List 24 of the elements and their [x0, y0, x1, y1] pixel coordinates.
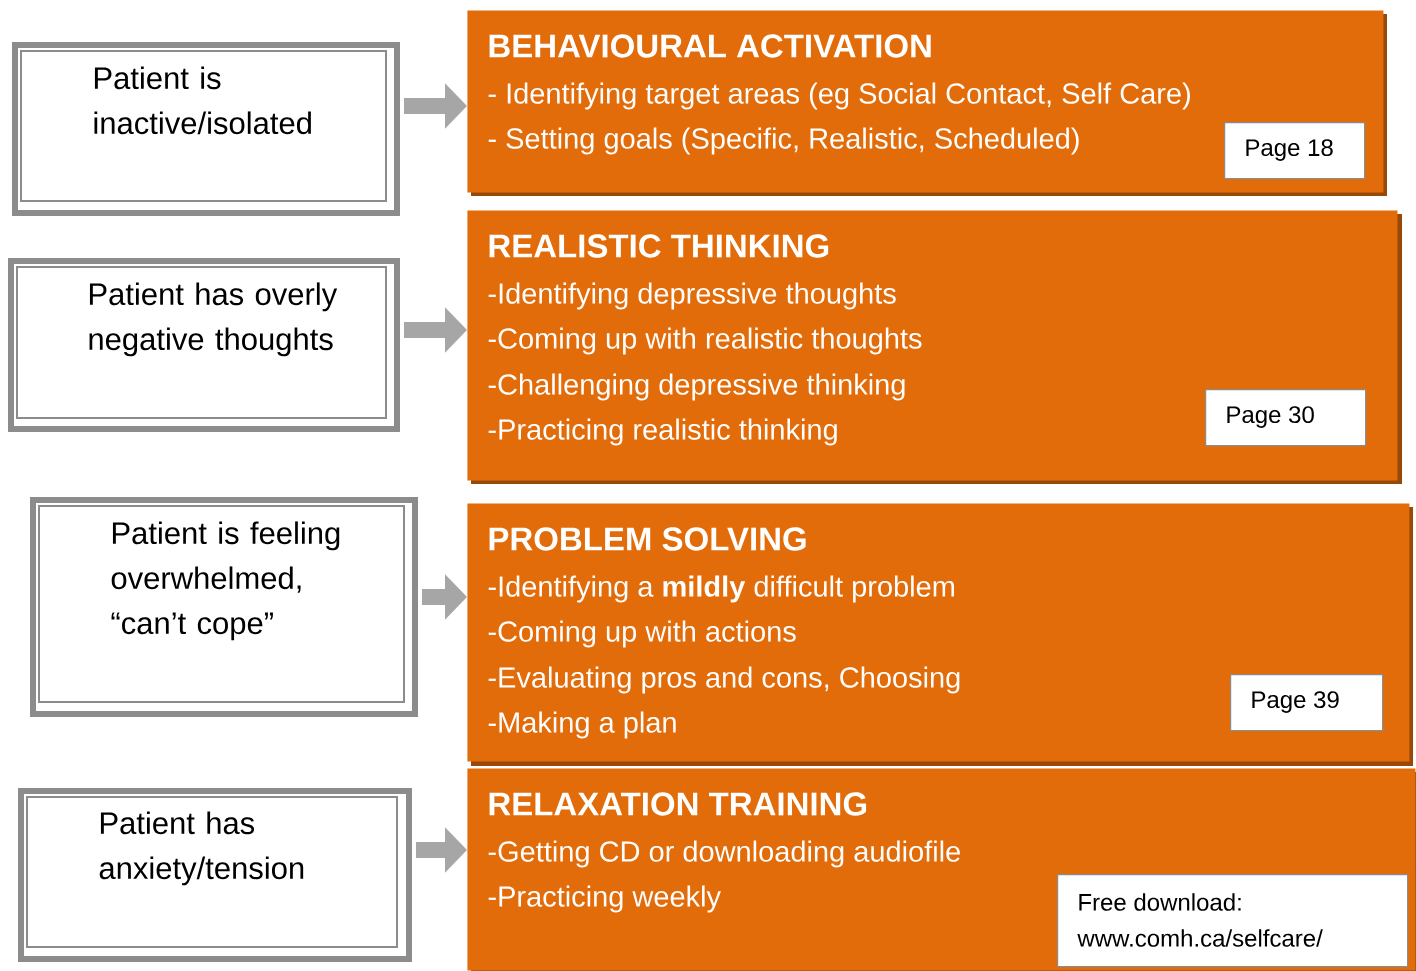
bullet-item: -Coming up with actions [488, 620, 796, 648]
problem-box: Patient has anxiety/tension [18, 788, 412, 962]
bullet-item: -Practicing weekly [488, 885, 721, 913]
bullet-item: - Setting goals (Specific, Realistic, Scheduled) [488, 127, 1079, 155]
page-reference-box: Page 30 [1205, 389, 1367, 447]
bullet-item: -Identifying depressive thoughts [488, 282, 896, 310]
bullet-item: -Identifying a mildly difficult problem [488, 575, 954, 603]
bullet-item: -Making a plan [488, 711, 676, 739]
problem-box: Patient is feeling overwhelmed, “can’t cope” [30, 497, 418, 717]
bullet-item: - Identifying target areas (eg Social Contact, Self Care) [488, 82, 1190, 110]
heading: RELAXATION TRAINING [489, 792, 867, 816]
page-reference-box: Page 39 [1230, 674, 1384, 732]
bullet-item: -Challenging depressive thinking [488, 373, 905, 401]
bullet-item: -Getting CD or downloading audiofile [488, 840, 960, 868]
page-reference-box: Free download: www.comh.ca/selfcare/ [1057, 874, 1409, 968]
bullet-item: -Evaluating pros and cons, Choosing [488, 666, 960, 694]
problem-box: Patient has overly negative thoughts [8, 258, 400, 432]
page-reference-box: Page 18 [1224, 122, 1366, 180]
heading: REALISTIC THINKING [489, 234, 829, 258]
problem-box: Patient is inactive/isolated [12, 42, 400, 216]
bullet-item: -Practicing realistic thinking [488, 418, 837, 446]
bullet-item: -Coming up with realistic thoughts [488, 327, 922, 355]
heading: BEHAVIOURAL ACTIVATION [489, 34, 931, 58]
heading: PROBLEM SOLVING [489, 527, 806, 551]
